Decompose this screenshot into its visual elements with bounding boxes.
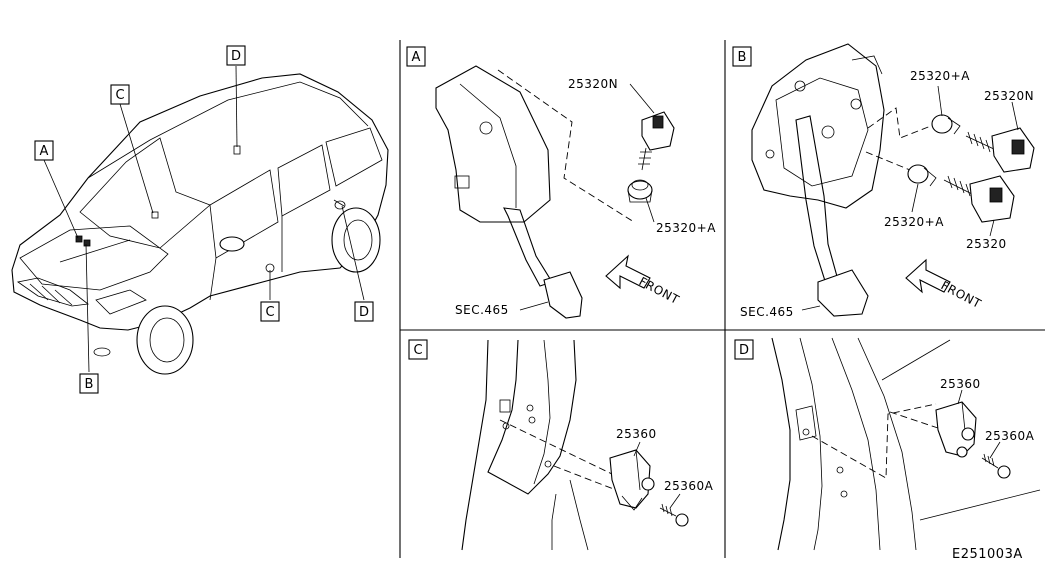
stop-lamp-switch	[638, 111, 675, 171]
callout-c-top: C	[110, 84, 130, 105]
panel-d: D	[734, 337, 1041, 551]
switch-clip-bottom	[907, 164, 937, 187]
panel-a-tag: A	[406, 46, 426, 67]
diagram-code: E251003A	[952, 547, 1023, 562]
panel-c-tag: C	[408, 339, 428, 360]
door-switch-c	[609, 449, 655, 511]
callout-d-top: D	[226, 45, 246, 66]
panel-c-label-25360: 25360	[616, 427, 657, 441]
panel-c: C	[408, 339, 689, 551]
svg-text:D: D	[231, 49, 241, 64]
panel-b: B	[732, 43, 1035, 317]
panel-a-label-25320n: 25320N	[568, 77, 618, 91]
screw-d	[981, 453, 1011, 479]
stop-lamp-switch-bottom	[943, 175, 1015, 223]
panel-b-label-25320: 25320	[966, 237, 1007, 251]
switch-clip-top	[931, 114, 961, 135]
panel-b-label-25320n: 25320N	[984, 89, 1034, 103]
panel-d-label-25360a: 25360A	[985, 429, 1035, 443]
vehicle-overview	[11, 65, 389, 375]
svg-text:C: C	[413, 343, 422, 358]
panel-d-label-25360: 25360	[940, 377, 981, 391]
svg-text:C: C	[115, 88, 124, 103]
callout-d-bottom: D	[354, 301, 374, 322]
panel-b-label-25320a-top: 25320+A	[910, 69, 970, 83]
panel-b-front: FRONT	[939, 278, 984, 311]
svg-text:C: C	[265, 305, 274, 320]
panel-b-label-25320a-bottom: 25320+A	[884, 215, 944, 229]
stop-lamp-switch-top	[965, 127, 1035, 173]
svg-text:B: B	[85, 377, 94, 392]
door-switch-d	[935, 401, 977, 458]
panel-a: A	[406, 46, 675, 319]
panel-a-label-sec465: SEC.465	[455, 303, 509, 317]
callout-a: A	[34, 140, 54, 161]
panel-a-label-25320a: 25320+A	[656, 221, 716, 235]
callout-c-bottom: C	[260, 301, 280, 322]
screw-c	[659, 503, 689, 527]
svg-text:A: A	[40, 144, 49, 159]
callout-b: B	[79, 373, 99, 394]
svg-text:A: A	[412, 50, 421, 65]
panel-d-tag: D	[734, 339, 754, 360]
panel-b-tag: B	[732, 46, 752, 67]
panel-dividers	[399, 40, 1045, 558]
svg-text:D: D	[359, 305, 369, 320]
svg-text:B: B	[738, 50, 747, 65]
svg-text:D: D	[739, 343, 749, 358]
switch-clip	[627, 179, 653, 203]
panel-b-label-sec465: SEC.465	[740, 305, 794, 319]
panel-c-label-25360a: 25360A	[664, 479, 714, 493]
panel-a-front: FRONT	[637, 274, 682, 307]
